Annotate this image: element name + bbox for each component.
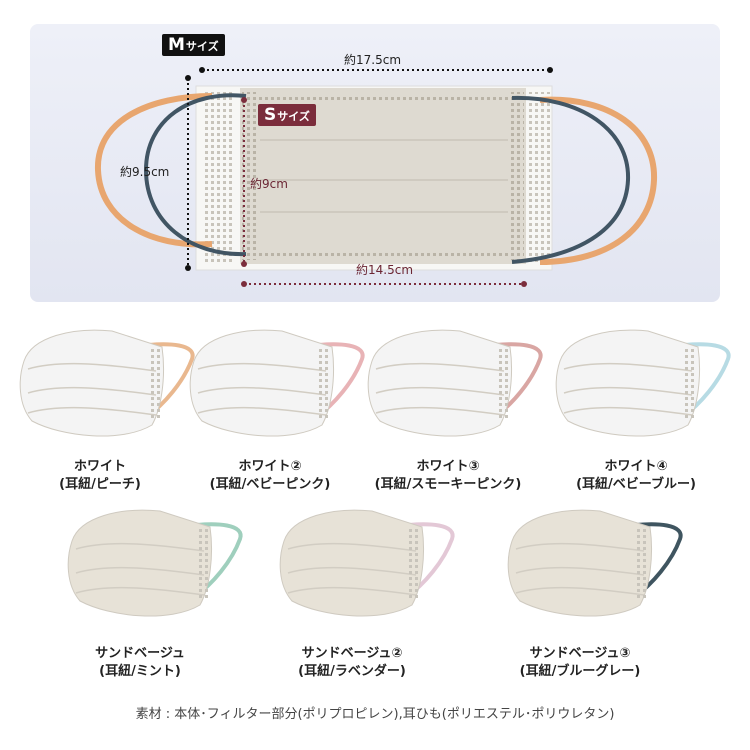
- mask-white-4-color-name: ホワイト④: [604, 459, 668, 474]
- mask-sand-3-edge-seal: [636, 529, 648, 601]
- mask-white-1-edge-seal: [148, 349, 160, 421]
- mask-white-4-ear-strap-color: (耳紐/ベビーブルー): [576, 477, 696, 492]
- m-height-label: 約9.5cm: [120, 165, 170, 179]
- mask-white-2-body: [189, 329, 334, 437]
- mask-white-3-ear-loop: [479, 342, 543, 419]
- mask-sand-2-pleat: [287, 586, 417, 596]
- mask-white-4-pleat: [563, 362, 693, 372]
- right-peach-loop: [539, 96, 658, 265]
- mask-sand-1-ear-strap-color: (耳紐/ミント): [99, 664, 181, 679]
- mask-sand-2: [279, 509, 455, 617]
- mask-white-4-pleat: [563, 386, 693, 396]
- mask-white-1: [19, 329, 195, 437]
- mask-white-1-body: [19, 329, 164, 437]
- mask-white-2-pleat: [197, 362, 327, 372]
- mask-sand-1-pleat: [75, 586, 205, 596]
- s-width-dimension: [241, 281, 527, 287]
- mask-white-3-pleat: [375, 386, 505, 396]
- left-peach-loop: [94, 93, 213, 248]
- mask-white-4-ear-loop: [667, 342, 731, 419]
- mask-white-1-ear-loop: [131, 342, 195, 419]
- mask-sand-2-label: サンドベージュ② (耳紐/ラベンダー): [252, 645, 452, 681]
- mask-sand-2-pleat: [287, 542, 417, 552]
- mask-sand-3-pleat: [515, 542, 645, 552]
- mask-white-1-pleat: [27, 362, 157, 372]
- mask-sand-3-ear-loop: [619, 522, 683, 599]
- mask-sand-1-label: サンドベージュ (耳紐/ミント): [40, 645, 240, 681]
- mask-sand-2-pleat: [287, 566, 417, 576]
- mask-white-3-body: [367, 329, 512, 437]
- m-size-letter: M: [168, 35, 185, 55]
- s-size-letter: S: [264, 105, 277, 125]
- m-size-suffix: サイズ: [185, 40, 219, 53]
- mask-sand-1-ear-loop: [179, 522, 243, 599]
- mask-sand-3-label: サンドベージュ③ (耳紐/ブルーグレー): [480, 645, 680, 681]
- mask-white-2-pleat: [197, 386, 327, 396]
- s-height-dimension: [241, 97, 247, 267]
- m-height-dimension: [185, 75, 191, 271]
- mask-sand-1-body: [67, 509, 212, 617]
- mask-white-2-ear-loop: [301, 342, 365, 419]
- mask-white-2-pleat: [197, 406, 327, 416]
- mask-sand-3: [507, 509, 683, 617]
- left-gray-loop: [143, 93, 247, 257]
- mask-sand-1-pleat: [75, 542, 205, 552]
- mask-white-4-label: ホワイト④ (耳紐/ベビーブルー): [536, 458, 736, 494]
- mask-white-4-body: [555, 329, 700, 437]
- mask-white-2: [189, 329, 365, 437]
- s-size-tag: S サイズ: [258, 104, 316, 126]
- mask-white-4: [555, 329, 731, 437]
- mask-white-2-color-name: ホワイト②: [238, 459, 302, 474]
- mask-white-3-edge-seal: [496, 349, 508, 421]
- mask-sand-1-color-name: サンドベージュ: [95, 646, 185, 661]
- s-width-label: 約14.5cm: [356, 263, 414, 277]
- mask-sand-3-body: [507, 509, 652, 617]
- mask-white-3-pleat: [375, 406, 505, 416]
- mask-white-2-label: ホワイト② (耳紐/ベビーピンク): [170, 458, 370, 494]
- mask-white-3-color-name: ホワイト③: [416, 459, 480, 474]
- mask-sand-2-body: [279, 509, 424, 617]
- mask-white-3-label: ホワイト③ (耳紐/スモーキーピンク): [348, 458, 548, 494]
- s-size-suffix: サイズ: [277, 110, 310, 123]
- mask-white-2-edge-seal: [318, 349, 330, 421]
- mask-white-2-ear-strap-color: (耳紐/ベビーピンク): [209, 477, 331, 492]
- m-size-tag: M サイズ: [162, 34, 225, 56]
- mask-white-4-edge-seal: [684, 349, 696, 421]
- mask-white-1-color-name: ホワイト: [73, 459, 126, 474]
- mask-sand-3-pleat: [515, 566, 645, 576]
- mask-white-3-pleat: [375, 362, 505, 372]
- material-note: 素材 : 本体･フィルター部分(ポリプロピレン),耳ひも(ポリエステル･ポリウレ…: [135, 707, 615, 722]
- mask-sand-2-ear-strap-color: (耳紐/ラベンダー): [298, 664, 406, 679]
- mask-sand-1-pleat: [75, 566, 205, 576]
- mask-sand-1-edge-seal: [196, 529, 208, 601]
- mask-white-1-label: ホワイト (耳紐/ピーチ): [0, 458, 200, 494]
- mask-white-1-pleat: [27, 386, 157, 396]
- m-width-label: 約17.5cm: [344, 53, 402, 67]
- mask-sand-1: [67, 509, 243, 617]
- right-gray-loop: [511, 95, 631, 264]
- mask-sand-2-color-name: サンドベージュ②: [301, 646, 403, 661]
- m-width-dimension: [199, 67, 553, 73]
- mask-sand-3-ear-strap-color: (耳紐/ブルーグレー): [519, 664, 641, 679]
- mask-white-1-ear-strap-color: (耳紐/ピーチ): [59, 477, 141, 492]
- mask-white-1-pleat: [27, 406, 157, 416]
- mask-sand-2-edge-seal: [408, 529, 420, 601]
- mask-white-3-ear-strap-color: (耳紐/スモーキーピンク): [374, 477, 522, 492]
- mask-sand-3-color-name: サンドベージュ③: [529, 646, 631, 661]
- s-height-label: 約9cm: [250, 177, 288, 191]
- mask-sand-2-ear-loop: [391, 522, 455, 599]
- mask-white-3: [367, 329, 543, 437]
- mask-white-4-pleat: [563, 406, 693, 416]
- mask-sand-3-pleat: [515, 586, 645, 596]
